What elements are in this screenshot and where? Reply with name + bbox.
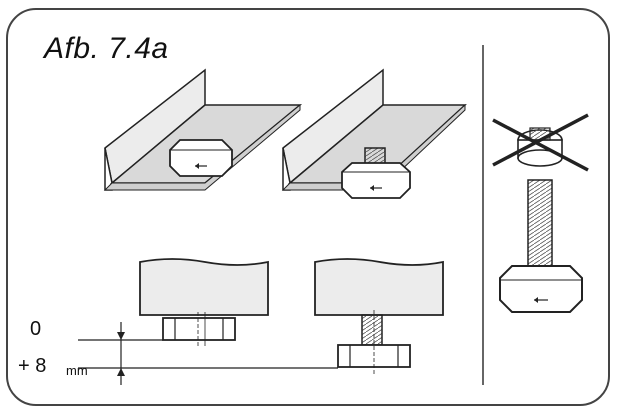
figure-label: Afb. 7.4a	[44, 32, 169, 65]
cabinet-foot-extended	[314, 258, 444, 374]
crossed-out-foot	[492, 113, 589, 172]
dimension-unit-label: mm	[66, 363, 88, 378]
adjustable-foot	[499, 179, 583, 313]
cabinet-foot-flush	[139, 258, 269, 346]
dimension-plus-label: + 8	[18, 355, 47, 377]
height-dimension	[78, 322, 338, 385]
dimension-zero-label: 0	[30, 318, 42, 340]
shelf-foot-extended	[281, 68, 467, 199]
shelf-foot-mounted	[103, 68, 303, 191]
